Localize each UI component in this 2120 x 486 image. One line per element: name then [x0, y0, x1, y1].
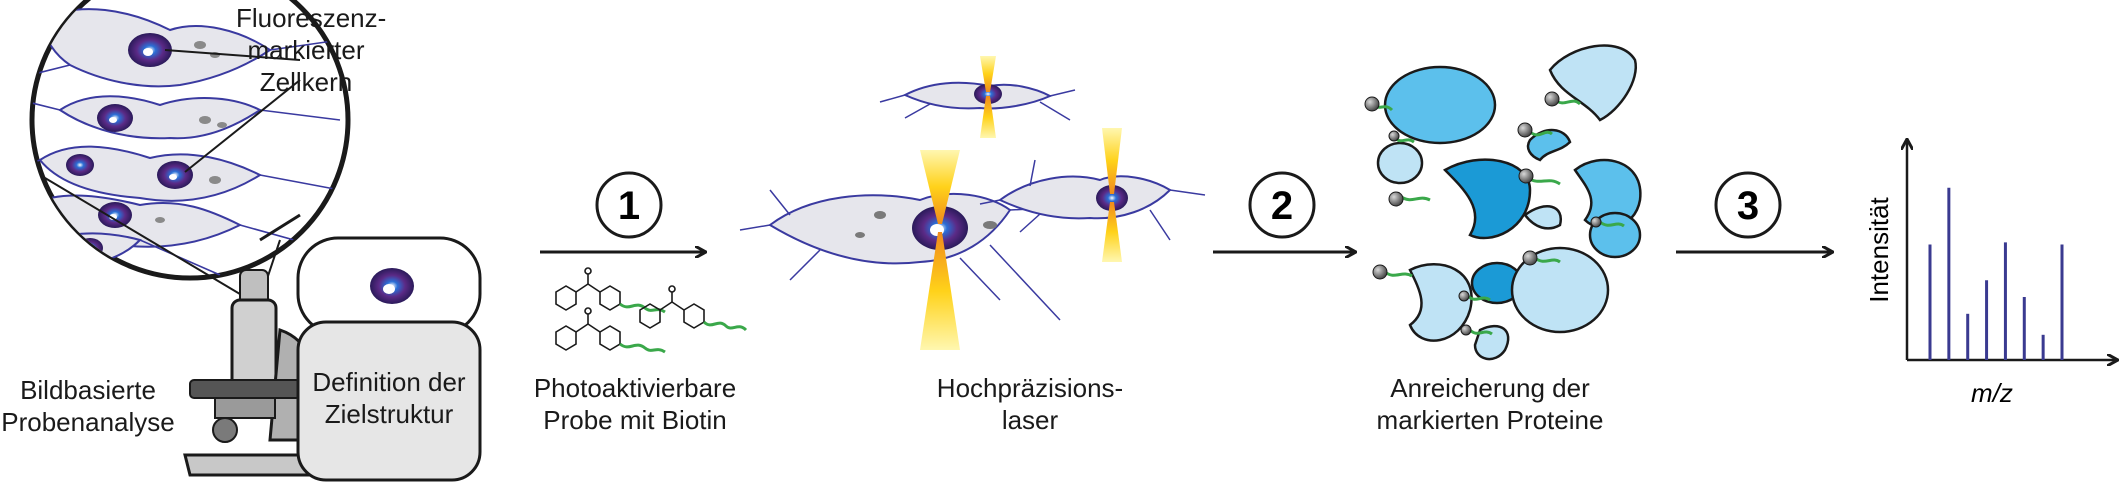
protein-4: [1526, 128, 1572, 162]
step-3-badge: 3: [1714, 171, 1782, 239]
laser-cell-right: [979, 159, 1206, 241]
protein-7: [1523, 205, 1563, 230]
laser-beam-right: [1102, 128, 1122, 262]
biotin-probe-molecules: [555, 267, 748, 354]
probe-label: Photoaktivierbare Probe mit Biotin: [520, 372, 750, 436]
enrichment-label: Anreicherung der markierten Proteine: [1360, 372, 1620, 436]
target-definition-box: [296, 320, 482, 482]
laser-beam-small: [980, 56, 996, 138]
laser-line-2: laser: [1001, 405, 1059, 435]
step-1-number: 1: [618, 184, 640, 228]
mass-spectrum-chart: Intensität m/z: [1864, 140, 2117, 408]
nucleus-pointer-lines: [164, 49, 301, 173]
step-2-badge: 2: [1248, 171, 1316, 239]
probe-molecule-3: [639, 285, 748, 332]
spectrum-x-label: m/z: [1971, 378, 2013, 408]
protein-12: [1473, 324, 1510, 361]
cell-1: [38, 8, 272, 88]
step-1-badge: 1: [595, 171, 663, 239]
target-definition-label: Definition der Zielstruktur: [298, 366, 480, 430]
fluorescent-nucleus-line-3: Zellkern: [259, 67, 353, 97]
labeled-proteins-cluster: [1376, 44, 1642, 361]
probe-molecule-2: [555, 307, 666, 354]
laser-beam-large: [920, 150, 960, 350]
target-definition-line-1: Definition der: [312, 367, 466, 397]
protein-10: [1510, 246, 1610, 334]
biotin-tags: [1364, 91, 1625, 336]
cell-2: [58, 95, 262, 140]
target-cell-box: [296, 236, 482, 336]
laser-label: Hochpräzisions- laser: [910, 372, 1150, 436]
enrichment-line-2: markierten Proteine: [1376, 405, 1604, 435]
fluorescent-nucleus-line-1: Fluoreszenz-: [236, 3, 387, 33]
protein-1: [1383, 65, 1497, 145]
protein-8: [1408, 263, 1473, 342]
protein-5: [1442, 158, 1532, 240]
laser-cell-small: [879, 81, 1076, 121]
step-3-number: 3: [1737, 184, 1759, 228]
protein-3: [1376, 141, 1424, 185]
cell-3: [38, 145, 263, 202]
target-definition-line-2: Zielstruktur: [324, 399, 454, 429]
enrichment-line-1: Anreicherung der: [1390, 373, 1590, 403]
fluorescent-nucleus-label: Fluoreszenz- markierter Zellkern: [236, 2, 387, 98]
probe-line-1: Photoaktivierbare: [533, 373, 737, 403]
probe-line-2: Probe mit Biotin: [543, 405, 727, 435]
spectrum-y-label: Intensität: [1864, 196, 1894, 302]
protein-2: [1548, 44, 1638, 122]
image-analysis-label: Bildbasierte Probenanalyse: [0, 374, 176, 438]
laser-line-1: Hochpräzisions-: [936, 373, 1124, 403]
step-2-number: 2: [1271, 184, 1293, 228]
image-analysis-line-2: Probenanalyse: [1, 407, 175, 437]
image-analysis-line-1: Bildbasierte: [20, 375, 156, 405]
laser-cell-large: [739, 189, 1061, 321]
fluorescent-nucleus-line-2: markierter: [247, 35, 365, 65]
